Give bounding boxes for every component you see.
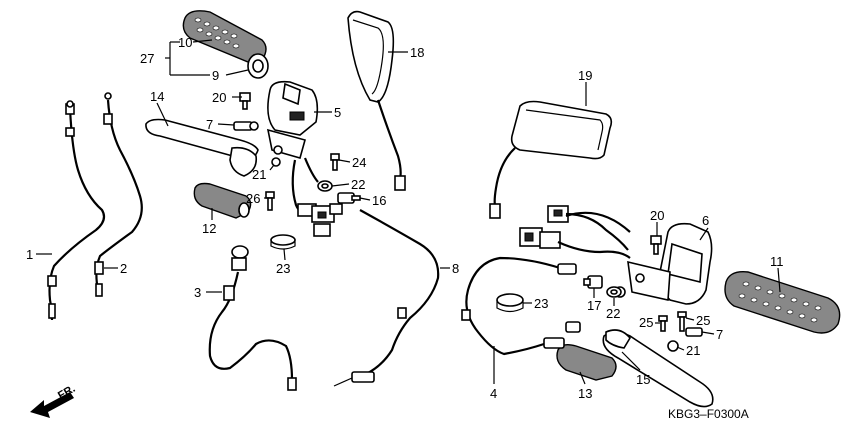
front-direction-arrow (30, 392, 74, 418)
callout-21-left: 21 (252, 167, 266, 182)
callout-26: 26 (246, 191, 260, 206)
callout-7-right: 7 (716, 327, 723, 342)
cable-clamp-right (496, 293, 524, 313)
callout-6: 6 (702, 213, 709, 228)
adjuster-17 (583, 275, 603, 289)
lever-cover (556, 343, 617, 381)
nut-21-right (667, 340, 679, 352)
screw-25-left (658, 315, 668, 332)
diagram-code: KBG3–F0300A (668, 407, 749, 421)
callout-18: 18 (410, 45, 424, 60)
callout-8: 8 (452, 261, 459, 276)
callout-15: 15 (636, 372, 650, 387)
callout-23-right: 23 (534, 296, 548, 311)
brake-lever (602, 329, 714, 408)
right-mirror (489, 100, 613, 219)
left-mirror (347, 10, 406, 191)
washer-22-left (317, 180, 333, 192)
cable-2 (94, 92, 143, 297)
callout-21-right: 21 (686, 343, 700, 358)
cable-4 (461, 256, 581, 356)
cable-8 (333, 209, 440, 387)
callout-4: 4 (490, 386, 497, 401)
clutch-lever (145, 118, 259, 177)
callout-10: 10 (178, 35, 192, 50)
cable-3 (208, 245, 297, 391)
screw-26 (265, 191, 275, 211)
callout-22-left: 22 (351, 177, 365, 192)
callout-20-right: 20 (650, 208, 664, 223)
callout-27: 27 (140, 51, 154, 66)
left-grip (182, 10, 267, 63)
callout-22-right: 22 (606, 306, 620, 321)
callout-20-left: 20 (212, 90, 226, 105)
throttle-housing (614, 222, 713, 305)
front-direction-label: FR. (56, 383, 77, 402)
callout-16: 16 (372, 193, 386, 208)
adjuster-16 (337, 192, 361, 204)
grip-collar (247, 53, 269, 79)
pivot-bolt-left (233, 121, 259, 131)
left-harness (291, 157, 343, 237)
screw-25-right (677, 311, 687, 332)
left-switch-housing (266, 80, 319, 159)
cable-1 (47, 100, 106, 321)
callout-9: 9 (212, 68, 219, 83)
callout-1: 1 (26, 247, 33, 262)
callout-19: 19 (578, 68, 592, 83)
callout-2: 2 (120, 261, 127, 276)
callout-7-left: 7 (206, 117, 213, 132)
callout-23-left: 23 (276, 261, 290, 276)
callout-24: 24 (352, 155, 366, 170)
callout-14: 14 (150, 89, 164, 104)
screw-left (239, 92, 251, 110)
callout-13: 13 (578, 386, 592, 401)
leader-lines (36, 39, 781, 385)
washer-22-right (606, 286, 622, 298)
choke-knob (193, 182, 252, 219)
right-grip (724, 271, 841, 334)
callout-25-right: 25 (696, 313, 710, 328)
screw-21-left (271, 157, 281, 167)
callout-3: 3 (194, 285, 201, 300)
pivot-bolt-right (685, 327, 703, 337)
callout-11: 11 (770, 254, 784, 269)
callout-25-left: 25 (639, 315, 653, 330)
cable-clamp-left (270, 234, 296, 250)
callout-5: 5 (334, 105, 341, 120)
callout-17: 17 (587, 298, 601, 313)
screw-20-right (650, 235, 662, 255)
right-harness (519, 205, 631, 259)
screw-24 (330, 153, 340, 171)
callout-12: 12 (202, 221, 216, 236)
